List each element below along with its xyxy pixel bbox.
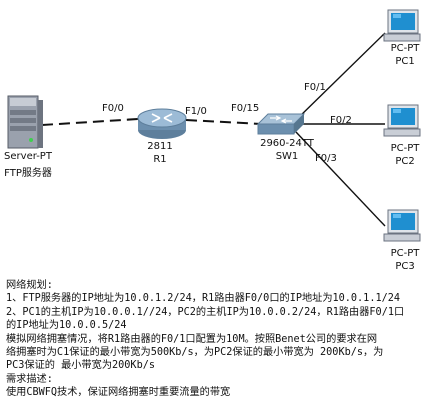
pc3-type-label: PC-PT (390, 248, 420, 259)
server-model-label: Server-PT (4, 151, 52, 162)
switch-name-label: SW1 (275, 151, 299, 162)
router-name-label: R1 (153, 154, 167, 165)
pc3-icon[interactable] (383, 209, 421, 242)
link-switch-pc3 (295, 131, 386, 227)
port-label-server-router: F0/0 (102, 103, 124, 114)
server-icon[interactable] (7, 95, 43, 149)
link-router-switch (185, 119, 263, 125)
router-icon[interactable] (137, 108, 187, 139)
port-label-switch-pc1: F0/1 (304, 82, 326, 93)
server-name-label: FTP服务器 (4, 168, 52, 179)
desc-line: 需求描述: (6, 373, 53, 385)
switch-model-label: 2960-24TT (260, 138, 314, 149)
link-switch-pc1 (295, 32, 386, 121)
desc-line: 络拥塞时为C1保证的最小带宽为500Kb/s，为PC2保证的最小带宽为 200K… (6, 347, 384, 359)
pc1-type-label: PC-PT (390, 43, 420, 54)
desc-line: 的IP地址为10.0.0.5/24 (6, 320, 127, 332)
desc-line: PC3保证的 最小带宽为200Kb/s (6, 360, 155, 372)
pc1-name-label: PC1 (395, 56, 415, 67)
network-topology: Server-PT FTP服务器 2811 R1 2960-24TT SW1 P… (4, 9, 421, 272)
pc3-name-label: PC3 (395, 261, 415, 272)
port-label-switch-router: F0/15 (231, 103, 260, 114)
pc2-icon[interactable] (383, 104, 421, 137)
link-server-router (41, 118, 139, 126)
port-label-switch-pc2: F0/2 (330, 115, 352, 126)
desc-line: 使用CBWFQ技术，保证网络拥塞时重要流量的带宽 (6, 387, 231, 399)
port-label-switch-pc3: F0/3 (315, 153, 337, 164)
desc-line: 2、PC1的主机IP为10.0.0.1//24，PC2的主机IP为10.0.0.… (6, 306, 405, 318)
desc-line: 1、FTP服务器的IP地址为10.0.1.2/24，R1路由器F0/0口的IP地… (6, 293, 400, 305)
requirements-text: 网络规划: 1、FTP服务器的IP地址为10.0.1.2/24，R1路由器F0/… (6, 279, 432, 400)
port-label-router-switch: F1/0 (185, 106, 207, 117)
pc2-name-label: PC2 (395, 156, 415, 167)
topology-canvas (7, 9, 421, 242)
desc-line: 网络规划: (6, 280, 53, 291)
desc-line: 模拟网络拥塞情况，将R1路由器的F0/1口配置为10M。按照Benet公司的要求… (6, 333, 378, 345)
switch-icon[interactable] (256, 113, 306, 135)
pc2-type-label: PC-PT (390, 143, 420, 154)
pc1-icon[interactable] (383, 9, 421, 42)
router-model-label: 2811 (147, 141, 173, 152)
